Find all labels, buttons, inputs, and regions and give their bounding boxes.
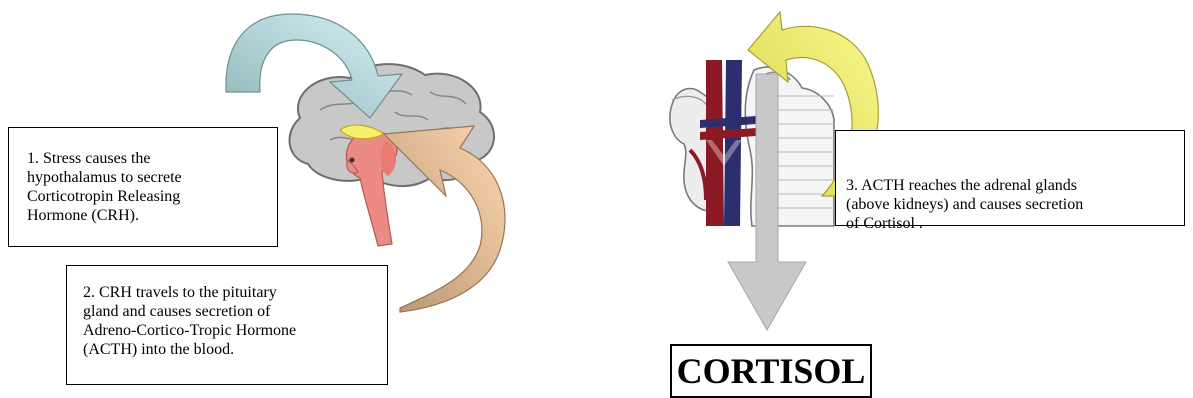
step-2-line-3: Adreno-Cortico-Tropic Hormone bbox=[83, 321, 379, 340]
step-2-line-4: (ACTH) into the blood. bbox=[83, 340, 379, 359]
kidney-adrenal-icon bbox=[662, 58, 834, 226]
cortisol-label-box: CORTISOL bbox=[670, 344, 872, 398]
step-2-line-1: 2. CRH travels to the pituitary bbox=[83, 283, 379, 302]
cortisol-label: CORTISOL bbox=[672, 346, 870, 396]
brain-marker bbox=[350, 158, 355, 163]
step-1-line-2: hypothalamus to secrete bbox=[27, 168, 269, 187]
step-3-line-2: (above kidneys) and causes secretion bbox=[846, 195, 1176, 214]
step-1-line-1: 1. Stress causes the bbox=[27, 149, 269, 168]
step-1-text-box: 1. Stress causes the hypothalamus to sec… bbox=[8, 127, 278, 247]
step-1-line-4: Hormone (CRH). bbox=[27, 206, 269, 225]
step-3-line-3: of Cortisol . bbox=[846, 214, 1176, 233]
step-3-text-box: 3. ACTH reaches the adrenal glands (abov… bbox=[835, 130, 1185, 226]
step-3-line-1: 3. ACTH reaches the adrenal glands bbox=[846, 176, 1176, 195]
step-2-text-box: 2. CRH travels to the pituitary gland an… bbox=[66, 265, 388, 385]
step-1-line-3: Corticotropin Releasing bbox=[27, 187, 269, 206]
step-2-line-2: gland and causes secretion of bbox=[83, 302, 379, 321]
